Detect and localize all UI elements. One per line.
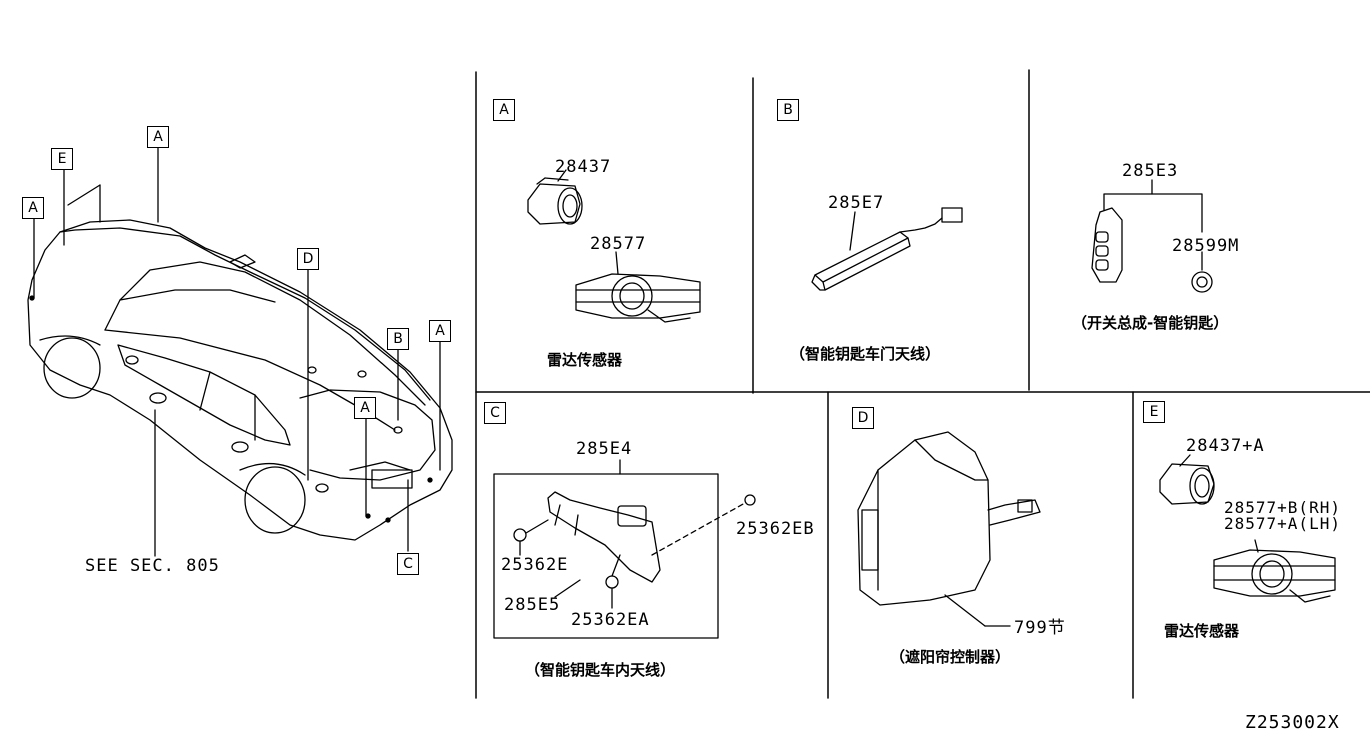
vehicle-tag-c: C xyxy=(397,553,419,575)
vehicle-tag-b: B xyxy=(387,328,409,350)
vehicle-tag-a-front: A xyxy=(22,197,44,219)
vehicle-tag-d: D xyxy=(297,248,319,270)
part-number-25362e: 25362E xyxy=(501,555,569,575)
panel-c-caption: （智能钥匙车内天线） xyxy=(525,661,676,679)
vehicle-outline xyxy=(27,147,453,557)
interior-antenna-drawing xyxy=(493,459,756,639)
panel-grid xyxy=(475,69,1370,699)
part-number-28437-a: 28437+A xyxy=(1186,436,1265,456)
radar-sensor-drawing xyxy=(527,169,701,323)
sunshade-controller-drawing xyxy=(857,431,1041,627)
vehicle-tag-a-bumper: A xyxy=(354,397,376,419)
part-number-285e7: 285E7 xyxy=(828,193,885,213)
part-number-28577-b-rh: 28577+B(RH) xyxy=(1224,498,1341,517)
door-antenna-drawing xyxy=(811,207,963,291)
part-number-799: 799节 xyxy=(1014,618,1066,638)
panel-b-caption: （智能钥匙车门天线） xyxy=(790,345,941,363)
radar-sensor-e-drawing xyxy=(1159,454,1336,603)
vehicle-tag-e: E xyxy=(51,148,73,170)
panel-e-caption: 雷达传感器 xyxy=(1164,622,1240,640)
vehicle-tag-a-roof: A xyxy=(147,126,169,148)
panel-b-tag: B xyxy=(777,99,799,121)
panel-c-tag: C xyxy=(484,402,506,424)
part-number-285e5: 285E5 xyxy=(504,595,561,615)
panel-d-tag: D xyxy=(852,407,874,429)
panel-d-caption: （遮阳帘控制器） xyxy=(890,648,1011,666)
see-section-label: SEE SEC. 805 xyxy=(85,556,220,576)
panel-a-tag: A xyxy=(493,99,515,121)
part-number-285e3: 285E3 xyxy=(1122,161,1179,181)
smart-key-drawing xyxy=(1091,179,1213,293)
reference-code: Z253002X xyxy=(1245,712,1340,733)
part-number-285e4: 285E4 xyxy=(576,439,633,459)
part-number-28599m: 28599M xyxy=(1172,236,1240,256)
panel-a-caption: 雷达传感器 xyxy=(547,351,623,369)
part-number-28437: 28437 xyxy=(555,157,612,177)
part-number-25362eb: 25362EB xyxy=(736,519,815,539)
key-panel-caption: （开关总成-智能钥匙） xyxy=(1072,314,1229,332)
part-number-28577: 28577 xyxy=(590,234,647,254)
part-number-28577-a-lh: 28577+A(LH) xyxy=(1224,514,1341,533)
part-number-25362ea: 25362EA xyxy=(571,610,650,630)
panel-e-tag: E xyxy=(1143,401,1165,423)
vehicle-tag-a-rear: A xyxy=(429,320,451,342)
